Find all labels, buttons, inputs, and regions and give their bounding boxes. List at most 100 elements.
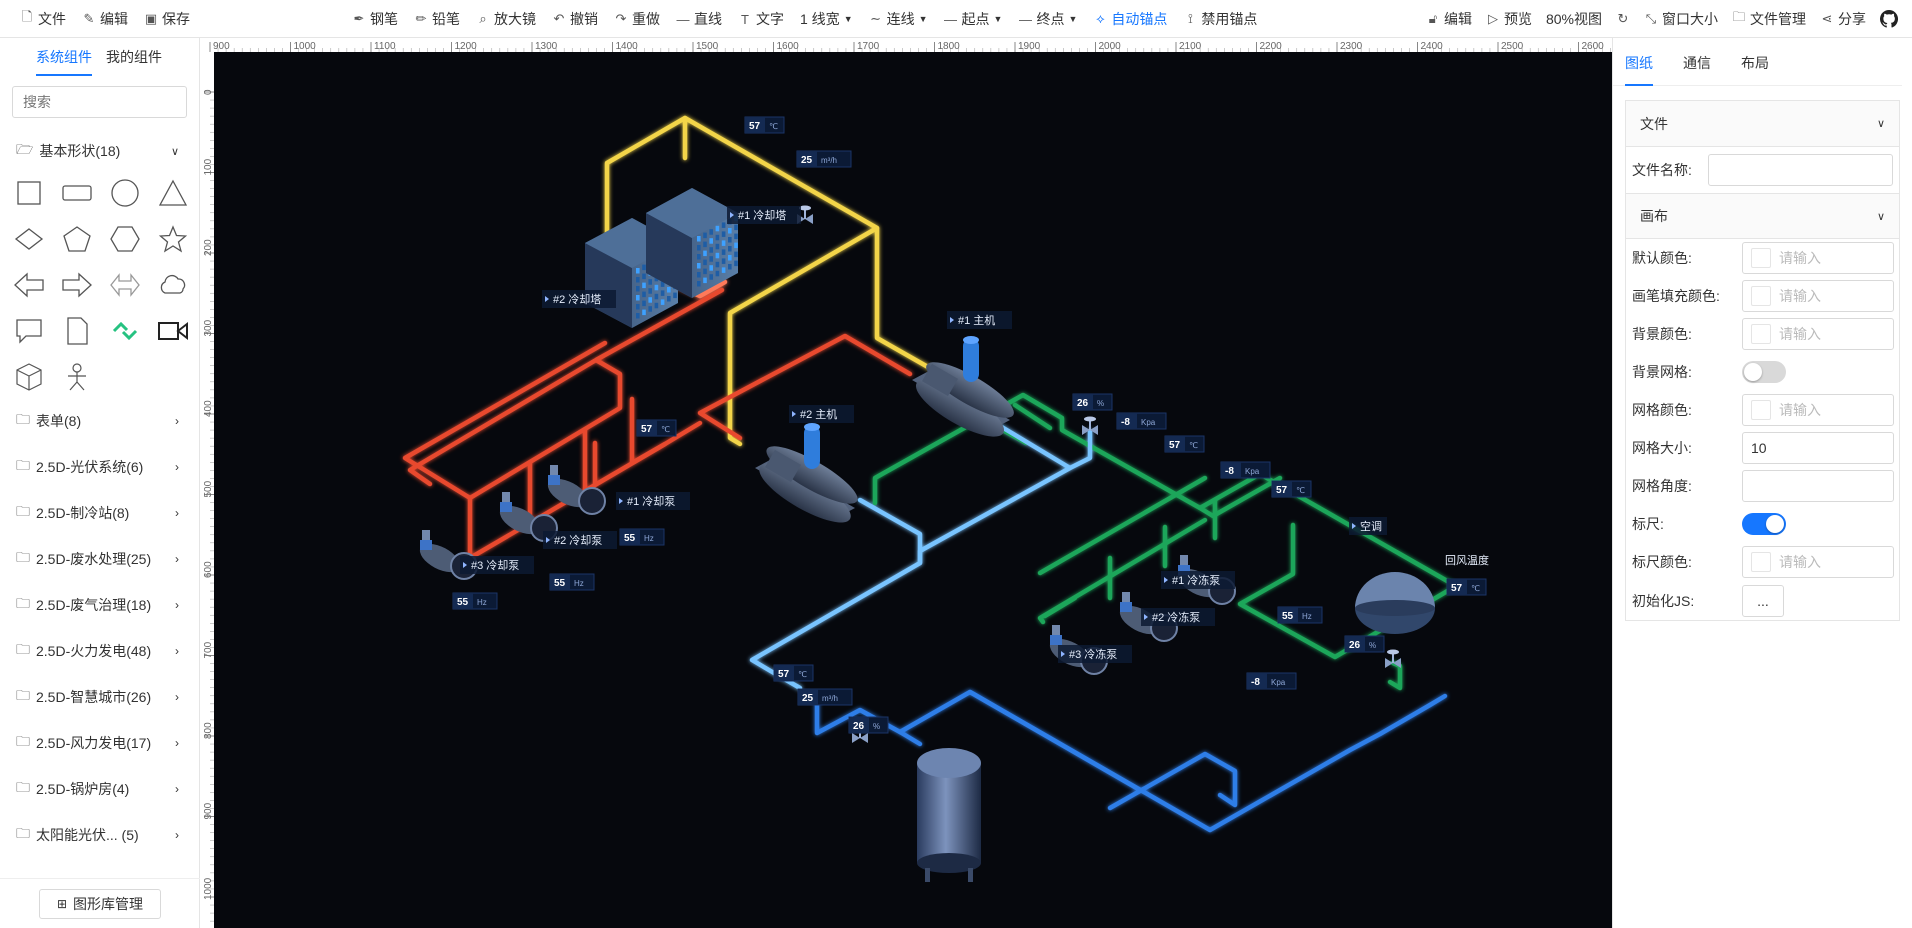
shape-cloud[interactable]: [149, 266, 197, 304]
shape-file[interactable]: [53, 312, 101, 350]
color-swatch[interactable]: [1751, 400, 1771, 420]
github-link[interactable]: [1880, 10, 1898, 28]
chiller-2[interactable]: [752, 423, 864, 533]
sensor-readout[interactable]: 57℃: [636, 419, 677, 437]
shape-diamond[interactable]: [5, 220, 53, 258]
shape-video[interactable]: [149, 312, 197, 350]
lock-edit-button[interactable]: 🔓︎编辑: [1426, 9, 1472, 29]
water-tank[interactable]: [917, 748, 981, 882]
sensor-readout[interactable]: 57℃: [1164, 435, 1205, 453]
refresh-button[interactable]: ↻: [1616, 11, 1630, 27]
tab-layout[interactable]: 布局: [1741, 54, 1769, 71]
search-input[interactable]: [12, 86, 187, 118]
component-group[interactable]: 🗀2.5D-废水处理(25)›: [0, 536, 199, 582]
shape-cube[interactable]: [5, 358, 53, 396]
end-dropdown[interactable]: —终点▼: [1018, 11, 1078, 27]
tab-drawing[interactable]: 图纸: [1625, 38, 1653, 86]
file-panel-header[interactable]: 文件∨: [1626, 101, 1899, 147]
valve[interactable]: [1082, 416, 1098, 436]
equipment-label[interactable]: #2 冷却泵: [543, 531, 617, 549]
equipment-label[interactable]: #3 冷却泵: [460, 556, 534, 574]
pencil-tool[interactable]: ✏铅笔: [415, 11, 460, 27]
save-button[interactable]: ▣保存: [144, 11, 190, 27]
chiller-1[interactable]: [909, 336, 1021, 447]
shape-double-arrow[interactable]: [101, 266, 149, 304]
file-name-input[interactable]: [1708, 154, 1893, 186]
preview-button[interactable]: ▷预览: [1487, 11, 1532, 27]
component-group[interactable]: 🗀太阳能光伏... (5)›: [0, 812, 199, 858]
disable-anchor-toggle[interactable]: ⟟禁用锚点: [1183, 9, 1257, 29]
equipment-label[interactable]: #1 冷却泵: [616, 492, 690, 510]
color-swatch[interactable]: [1751, 248, 1771, 268]
shape-message[interactable]: [5, 312, 53, 350]
default-color-input[interactable]: 请输入: [1742, 242, 1894, 274]
shape-right-arrow[interactable]: [53, 266, 101, 304]
undo-button[interactable]: ↶撤销: [553, 11, 598, 27]
sensor-readout[interactable]: 57℃: [1446, 578, 1487, 596]
init-js-button[interactable]: ...: [1742, 584, 1784, 617]
equipment-label[interactable]: 空调: [1349, 517, 1387, 535]
magnifier-tool[interactable]: ⌕放大镜: [476, 9, 536, 29]
start-dropdown[interactable]: —起点▼: [944, 11, 1003, 27]
shape-person[interactable]: [53, 358, 101, 396]
sensor-readout[interactable]: 57℃: [744, 116, 785, 134]
sensor-readout[interactable]: 57℃: [773, 664, 814, 682]
component-group[interactable]: 🗀2.5D-锅炉房(4)›: [0, 766, 199, 812]
line-tool[interactable]: —直线: [676, 11, 723, 27]
equipment-label[interactable]: #1 冷冻泵: [1161, 571, 1235, 589]
grid-color-input[interactable]: 请输入: [1742, 394, 1894, 426]
pen-tool[interactable]: ✒钢笔: [353, 11, 398, 27]
shape-square[interactable]: [5, 174, 53, 212]
group-basic-shapes[interactable]: 🗁基本形状(18) ∨: [0, 128, 199, 174]
shape-link[interactable]: [101, 312, 149, 350]
ruler-color-input[interactable]: 请输入: [1742, 546, 1894, 578]
redo-button[interactable]: ↷重做: [615, 11, 660, 27]
sensor-readout[interactable]: 26%: [848, 716, 889, 734]
equipment-label[interactable]: #1 冷却塔: [727, 206, 801, 224]
file-manage-button[interactable]: 🗀文件管理: [1732, 8, 1806, 30]
air-conditioner[interactable]: [1355, 572, 1435, 634]
valve[interactable]: [1385, 649, 1401, 669]
component-group[interactable]: 🗀2.5D-风力发电(17)›: [0, 720, 199, 766]
fill-color-input[interactable]: 请输入: [1742, 280, 1894, 312]
equipment-label[interactable]: #2 主机: [789, 405, 854, 423]
tab-my-components[interactable]: 我的组件: [106, 49, 162, 65]
pump[interactable]: [543, 465, 606, 515]
shape-rectangle[interactable]: [53, 174, 101, 212]
equipment-label[interactable]: #1 主机: [947, 311, 1012, 329]
shape-left-arrow[interactable]: [5, 266, 53, 304]
file-menu[interactable]: 🗋文件: [20, 8, 66, 30]
component-group[interactable]: 🗀2.5D-智慧城市(26)›: [0, 674, 199, 720]
equipment-label[interactable]: #3 冷冻泵: [1058, 645, 1132, 663]
bg-grid-toggle[interactable]: [1742, 361, 1786, 383]
color-swatch[interactable]: [1751, 552, 1771, 572]
line-width-dropdown[interactable]: 1 线宽▼: [800, 11, 853, 27]
tab-system-components[interactable]: 系统组件: [36, 38, 92, 76]
sensor-readout[interactable]: 57℃: [1271, 480, 1312, 498]
tab-communication[interactable]: 通信: [1683, 54, 1711, 71]
color-swatch[interactable]: [1751, 324, 1771, 344]
edit-menu[interactable]: ✎编辑: [83, 11, 128, 27]
canvas-panel-header[interactable]: 画布∨: [1626, 193, 1899, 239]
equipment-label[interactable]: #2 冷冻泵: [1141, 608, 1215, 626]
window-size-button[interactable]: ⤡窗口大小: [1645, 11, 1718, 27]
shape-triangle[interactable]: [149, 174, 197, 212]
share-button[interactable]: ⋖分享: [1821, 11, 1866, 27]
connect-dropdown[interactable]: ∼连线▼: [870, 11, 928, 27]
bg-color-input[interactable]: 请输入: [1742, 318, 1894, 350]
zoom-view[interactable]: 80%视图: [1545, 11, 1602, 27]
sensor-readout[interactable]: 26%: [1072, 393, 1113, 411]
equipment-label[interactable]: #2 冷却塔: [542, 290, 616, 308]
shape-pentagon[interactable]: [53, 220, 101, 258]
shape-circle[interactable]: [101, 174, 149, 212]
cooling-tower-1[interactable]: [646, 188, 738, 298]
